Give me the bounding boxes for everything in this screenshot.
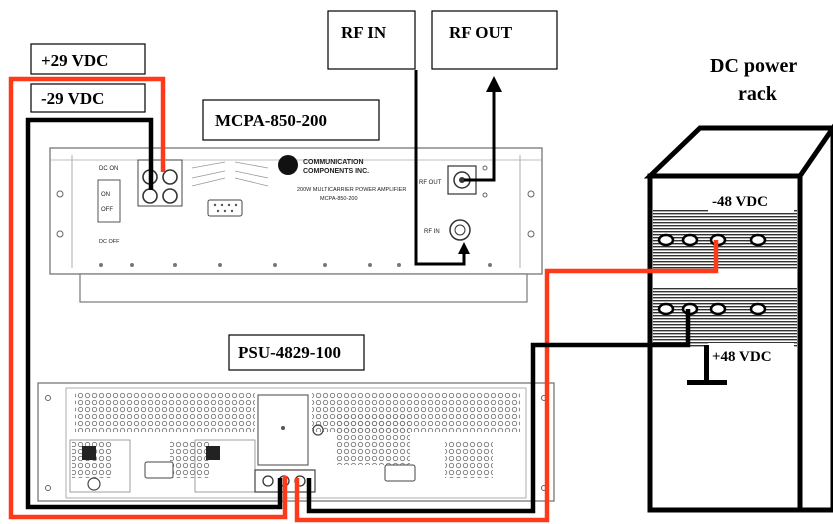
mcpa-label-box: MCPA-850-200 xyxy=(202,99,380,141)
minus29-wire xyxy=(25,117,283,510)
minus48-wire xyxy=(294,240,719,523)
plus48-label: +48 VDC xyxy=(712,349,772,365)
minus29-label: -29 VDC xyxy=(41,89,104,108)
svg-text:DC OFF: DC OFF xyxy=(99,239,120,245)
wires xyxy=(8,70,719,523)
dc-power-rack: DC power rack -48 VDC +48 VDC xyxy=(643,55,833,513)
brand-logo-icon xyxy=(278,155,298,175)
psu-label: PSU-4829-100 xyxy=(238,343,341,362)
rf-in-label-box: RF IN xyxy=(327,10,416,70)
mcpa-model-text: MCPA-850-200 xyxy=(320,196,358,202)
rf-out-port-text: RF OUT xyxy=(419,180,442,186)
dc-rack-label-line1: DC power xyxy=(710,55,797,77)
mcpa-subtitle: 200W MULTICARRIER POWER AMPLIFIER xyxy=(297,187,406,193)
minus29-label-box: -29 VDC xyxy=(30,83,146,113)
plus48-wire xyxy=(306,309,691,514)
plus29-wire xyxy=(8,76,288,520)
mcpa-label: MCPA-850-200 xyxy=(215,111,327,130)
switch-off-text: OFF xyxy=(101,207,113,213)
rf-in-label: RF IN xyxy=(341,23,387,42)
rf-in-line xyxy=(414,70,466,266)
svg-text:DC ON: DC ON xyxy=(99,166,118,172)
brand-line2: COMPONENTS INC. xyxy=(303,168,369,175)
rf-in-port-text: RF IN xyxy=(424,229,440,235)
rf-out-line xyxy=(464,90,496,182)
rf-in-port-icon xyxy=(449,219,471,241)
minus48-label: -48 VDC xyxy=(712,194,768,210)
plus29-label-box: +29 VDC xyxy=(30,43,146,75)
brand-line1: COMMUNICATION xyxy=(303,159,364,166)
dc-rack-label-line2: rack xyxy=(738,83,778,105)
rf-out-label-box: RF OUT xyxy=(431,10,558,70)
psu-label-box: PSU-4829-100 xyxy=(228,334,365,371)
plus29-label: +29 VDC xyxy=(41,51,108,70)
switch-on-text: ON xyxy=(101,192,110,198)
mcpa-chassis: DC ON ON OFF DC OFF COMMUNICATION COMPON… xyxy=(49,147,543,303)
rf-out-label: RF OUT xyxy=(449,23,513,42)
